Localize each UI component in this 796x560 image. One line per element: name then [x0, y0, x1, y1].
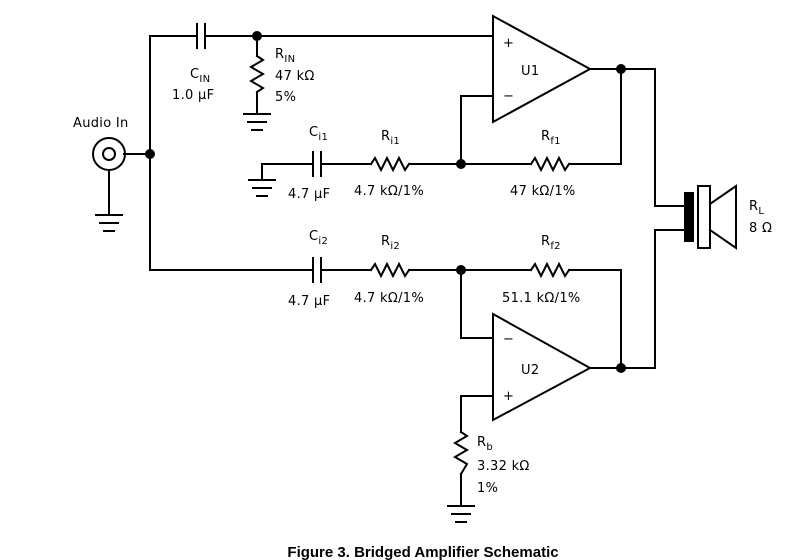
junction-rin [252, 31, 262, 41]
ri2-label: Ri2 [381, 234, 400, 252]
rf1-value: 47 kΩ/1% [510, 184, 576, 199]
rf1-label: Rf1 [541, 129, 561, 147]
rl-label: RL [749, 199, 764, 217]
u2-plus-sign: + [503, 389, 514, 404]
u1-label: U1 [521, 64, 539, 79]
ri1-label: Ri1 [381, 129, 400, 147]
rin-value: 47 kΩ [275, 69, 315, 84]
ci1-value: 4.7 μF [288, 187, 330, 202]
resistor-rin [249, 54, 265, 94]
ground-jack-icon [95, 214, 123, 232]
cin-label: CIN [190, 67, 210, 85]
junction-u1-fb [456, 159, 466, 169]
rf2-value: 51.1 kΩ/1% [502, 291, 581, 306]
audio-in-jack [92, 137, 126, 171]
ci2-label: Ci2 [309, 229, 328, 247]
rb-tolerance: 1% [477, 481, 498, 496]
capacitor-cin [196, 23, 206, 49]
junction-input [145, 149, 155, 159]
ri1-value: 4.7 kΩ/1% [354, 184, 424, 199]
ground-ci1-icon [248, 179, 276, 197]
junction-dots [145, 31, 626, 373]
audio-in-label: Audio In [73, 116, 129, 131]
cin-value: 1.0 μF [172, 88, 214, 103]
junction-u2-out [616, 363, 626, 373]
rin-label: RIN [275, 47, 295, 65]
u1-plus-sign: + [503, 36, 514, 51]
ri2-value: 4.7 kΩ/1% [354, 291, 424, 306]
ci1-label: Ci1 [309, 125, 328, 143]
speaker-icon [684, 184, 737, 250]
junction-u1-out [616, 64, 626, 74]
opamp-u1 [492, 14, 593, 124]
resistor-rf1 [529, 155, 571, 173]
ground-rin-icon [243, 113, 271, 131]
rb-value: 3.32 kΩ [477, 459, 530, 474]
junction-u2-fb [456, 265, 466, 275]
rl-value: 8 Ω [749, 221, 772, 236]
resistor-rf2 [529, 261, 571, 279]
u1-minus-sign: − [503, 89, 514, 104]
figure-caption: Figure 3. Bridged Amplifier Schematic [287, 544, 558, 560]
rf2-label: Rf2 [541, 234, 561, 252]
resistor-rb [453, 430, 469, 476]
ground-rb-icon [447, 505, 475, 523]
u2-label: U2 [521, 363, 539, 378]
rin-tolerance: 5% [275, 90, 296, 105]
resistor-ri1 [369, 155, 411, 173]
capacitor-ci1 [312, 151, 322, 177]
resistor-ri2 [369, 261, 411, 279]
u2-minus-sign: − [503, 332, 514, 347]
opamp-u2 [492, 312, 593, 422]
capacitor-ci2 [312, 257, 322, 283]
rb-label: Rb [477, 435, 493, 453]
ci2-value: 4.7 μF [288, 294, 330, 309]
